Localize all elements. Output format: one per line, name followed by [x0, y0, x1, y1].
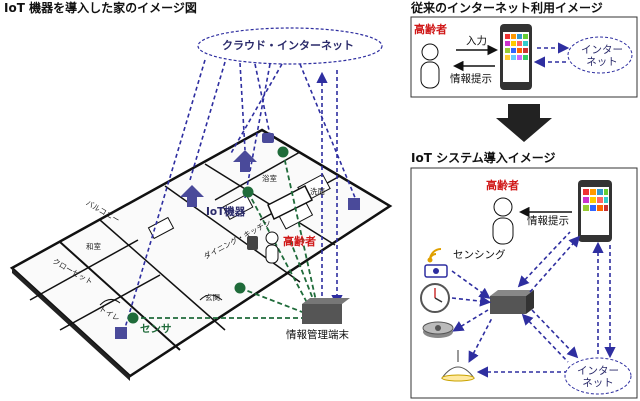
terminal-label: 情報管理端末: [286, 329, 349, 341]
sensor-dots: [127, 146, 289, 324]
left-diagram-title: IoT 機器を導入した家のイメージ図: [4, 1, 197, 15]
ceiling-lamp-icon: [441, 350, 475, 382]
info-label-bottom: 情報提示: [527, 215, 569, 227]
robot-vacuum-icon: [422, 321, 454, 338]
floor-plan: [9, 128, 393, 381]
sensing-wifi-icon: [427, 248, 442, 263]
elderly-label-top: 高齢者: [414, 23, 447, 36]
hub-device: [490, 290, 534, 314]
room-japanese: 和室: [86, 242, 101, 251]
top-right-title: 従来のインターネット利用イメージ: [411, 1, 603, 15]
elderly-figure-bottom: [492, 197, 514, 245]
cloud-shape: [197, 27, 383, 65]
iot-device-label: IoT機器: [206, 206, 246, 218]
room-entrance: 玄関: [205, 293, 220, 302]
cloud-links: [124, 59, 357, 329]
iot-device-markers: [115, 133, 360, 339]
info-label-top: 情報提示: [450, 73, 492, 85]
internet-cloud-top: [567, 36, 633, 74]
iot-links: [451, 231, 616, 378]
sensing-label: センシング: [453, 249, 506, 261]
transition-arrow: [496, 104, 552, 142]
elderly-label-plan: 高齢者: [283, 235, 316, 248]
input-label: 入力: [466, 35, 487, 47]
internet-cloud-bottom: [564, 357, 632, 395]
room-bath: 浴室: [262, 174, 277, 183]
smartphone-top: [500, 24, 532, 90]
bottom-right-title: IoT システム導入イメージ: [411, 151, 556, 165]
clock-icon: [420, 283, 450, 313]
internet-label-top: インター ネット: [581, 44, 623, 69]
smartphone-bottom: [578, 180, 612, 242]
elderly-figure-top: [420, 43, 440, 89]
elderly-figure-plan: [265, 231, 279, 264]
internet-label-bottom: インター ネット: [577, 365, 619, 390]
room-washroom: 洗面: [310, 187, 325, 196]
elderly-label-bottom: 高齢者: [486, 179, 519, 192]
sensor-label: センサ: [140, 323, 172, 335]
cloud-label: クラウド・インターネット: [222, 39, 354, 52]
tablet-plan: [247, 236, 258, 250]
